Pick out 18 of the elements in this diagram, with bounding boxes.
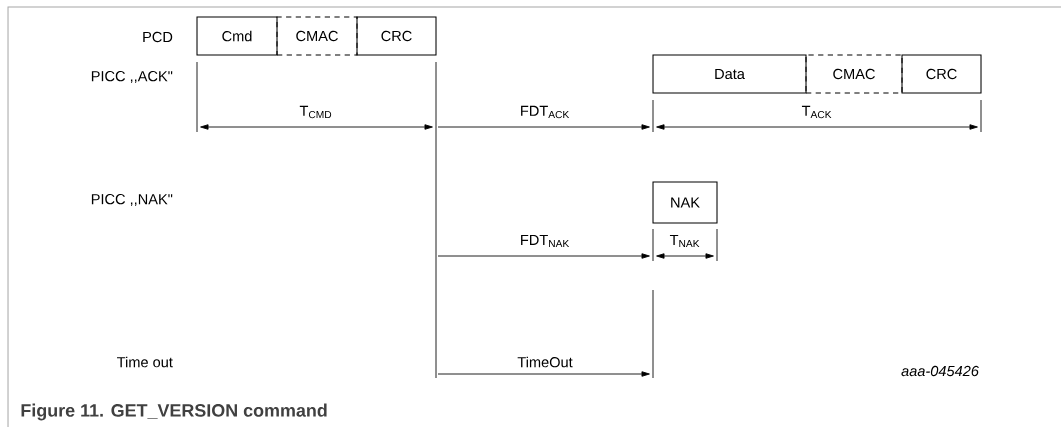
figure-id: aaa-045426 xyxy=(901,365,979,377)
lane-label: PICC ,,ACK" xyxy=(91,71,173,84)
field-box: CRC xyxy=(901,54,982,94)
field-box: NAK xyxy=(652,181,718,224)
dimension-label: FDT$_{NAK}$ xyxy=(521,234,570,248)
field-box: CMAC xyxy=(805,54,903,94)
field-box: CRC xyxy=(356,16,437,56)
dimension-label: TimeOut xyxy=(517,356,573,368)
field-box: CMAC xyxy=(276,16,358,56)
lane-label: PCD xyxy=(143,31,173,43)
field-box: Data xyxy=(652,54,807,94)
figure-caption: Figure 11. GET_VERSION command xyxy=(21,403,327,421)
lane-label: PICC ,,NAK" xyxy=(91,194,173,207)
lane-label: Time out xyxy=(117,356,173,368)
dimension-label: T$_{ACK}$ xyxy=(801,105,832,119)
dimension-label: FDT$_{ACK}$ xyxy=(521,105,570,119)
dimension-label: T$_{CMD}$ xyxy=(299,105,332,119)
field-box: Cmd xyxy=(196,16,278,56)
